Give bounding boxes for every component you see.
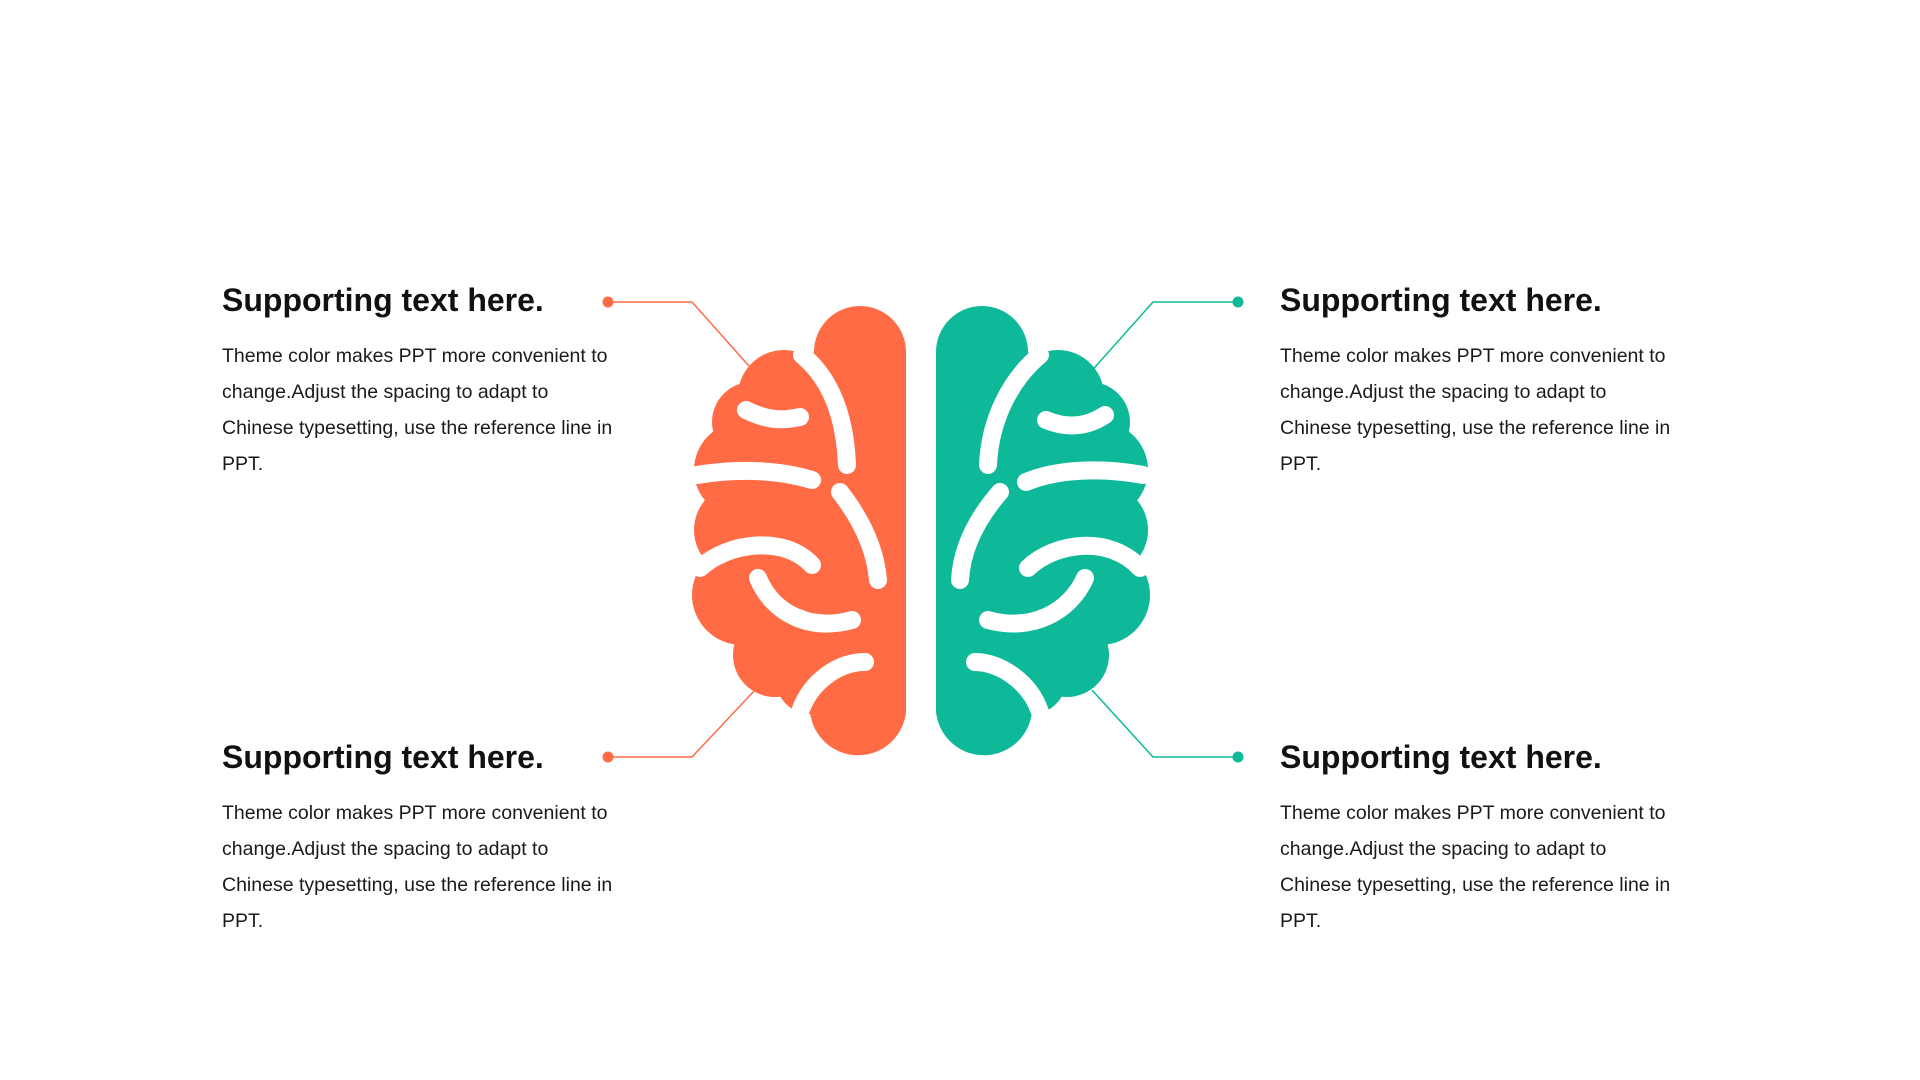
text-block-bottom-left: Supporting text here. Theme color makes … [222,737,622,939]
connector-line-top-left [608,301,758,376]
block-body-top-left: Theme color makes PPT more convenient to… [222,345,613,475]
brain-left-hemisphere-icon [692,306,906,756]
block-body-bottom-right: Theme color makes PPT more convenient to… [1280,802,1671,932]
block-body-top-right: Theme color makes PPT more convenient to… [1280,345,1671,475]
block-title-bottom-right: Supporting text here. [1280,739,1602,775]
connector-dot-bottom-right [1232,751,1244,763]
connector-dot-top-left [602,296,614,308]
brain-right-hemisphere-icon [936,306,1150,756]
connector-line-bottom-right [1091,689,1238,758]
block-title-top-right: Supporting text here. [1280,282,1602,318]
connector-line-bottom-left [608,689,756,758]
text-block-top-left: Supporting text here. Theme color makes … [222,280,622,482]
connector-line-top-right [1087,301,1238,376]
block-title-bottom-left: Supporting text here. [222,739,544,775]
block-title-top-left: Supporting text here. [222,282,544,318]
connector-dot-bottom-left [602,751,614,763]
connector-dot-top-right [1232,296,1244,308]
text-block-top-right: Supporting text here. Theme color makes … [1280,280,1680,482]
text-block-bottom-right: Supporting text here. Theme color makes … [1280,737,1680,939]
block-body-bottom-left: Theme color makes PPT more convenient to… [222,802,613,932]
